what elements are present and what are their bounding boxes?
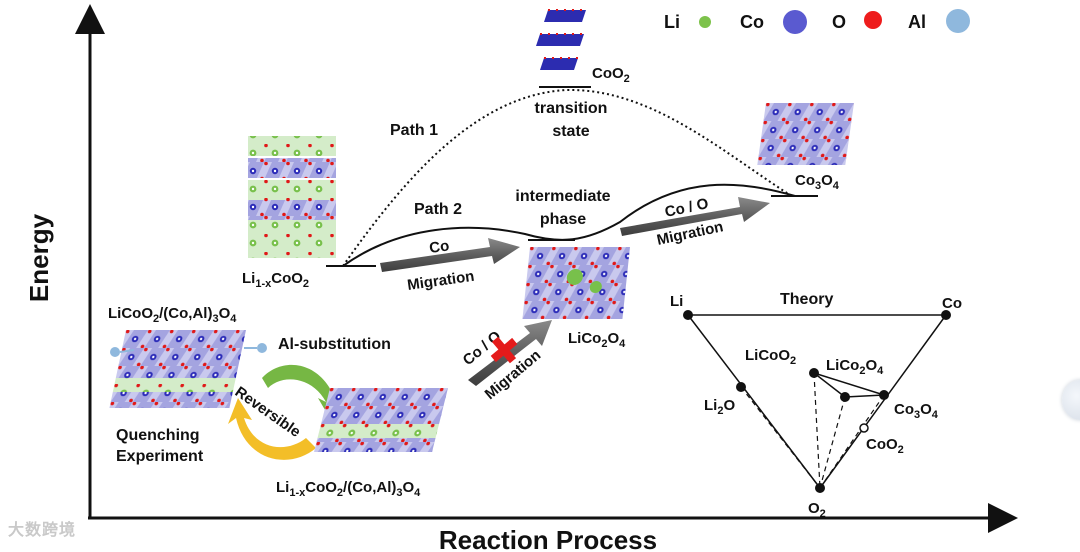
reversible-arrow-yellow (228, 398, 316, 460)
ternary-licoo2: LiCoO2 (745, 347, 796, 367)
blocked-cross-icon (490, 336, 518, 364)
quenching-label-1: Quenching (116, 427, 200, 444)
co3o4-structure (757, 103, 854, 165)
li1x-coo2-structure (248, 136, 336, 258)
legend-co-label: Co (740, 12, 764, 32)
co-migration-label-1: Co (428, 237, 450, 257)
co-migration-arrow (380, 238, 520, 272)
al-atom-left (110, 347, 120, 357)
watermark: 大数跨境 (8, 520, 77, 539)
transition-label-1: transition (535, 100, 608, 117)
transition-label-2: state (552, 123, 589, 140)
li1x-al-structure (314, 388, 448, 452)
ternary-co: Co (942, 295, 962, 312)
ternary-coo2: CoO2 (866, 436, 904, 456)
floating-side-button[interactable] (1062, 380, 1080, 420)
legend-al-label: Al (908, 12, 926, 32)
y-axis-title: Energy (24, 213, 54, 302)
co3o4-top-formula: Co3O4 (795, 172, 840, 192)
ternary-co3o4: Co3O4 (894, 401, 939, 421)
legend-co-swatch (783, 10, 807, 34)
li1x-al-formula: Li1-xCoO2/(Co,Al)3O4 (276, 479, 421, 499)
intermediate-label-2: phase (540, 211, 586, 228)
coo2-top-formula: CoO2 (592, 65, 630, 85)
reversible-arrow-green (262, 364, 344, 422)
theory-ternary: Theory (683, 291, 951, 493)
coo2-layers (536, 9, 586, 70)
path2-label: Path 2 (414, 201, 462, 218)
lico2o4-structure (522, 247, 630, 319)
legend: Li Co O Al (664, 9, 970, 34)
intermediate-label-1: intermediate (515, 188, 610, 205)
x-axis-title: Reaction Process (439, 525, 657, 552)
lico2o4-mid-formula: LiCo2O4 (568, 330, 626, 350)
ternary-lico2o4: LiCo2O4 (826, 357, 884, 377)
ternary-o2: O2 (808, 500, 826, 520)
al-atom-right (257, 343, 267, 353)
legend-o-swatch (864, 11, 882, 29)
al-substitution-label: Al-substitution (278, 336, 391, 353)
theory-label: Theory (780, 291, 833, 308)
licoo2-al-formula: LiCoO2/(Co,Al)3O4 (108, 305, 237, 325)
ternary-li2o: Li2O (704, 397, 735, 417)
ternary-li: Li (670, 293, 683, 310)
coo-migration-arrow (620, 197, 770, 236)
legend-o-label: O (832, 12, 846, 32)
licoo2-al-structure (109, 330, 246, 408)
legend-li-label: Li (664, 12, 680, 32)
al-bond-left (119, 349, 135, 353)
co-migration-label-2: Migration (406, 268, 475, 294)
legend-li-swatch (699, 16, 711, 28)
legend-al-swatch (946, 9, 970, 33)
quenching-label-2: Experiment (116, 448, 204, 465)
path1-label: Path 1 (390, 122, 438, 139)
li1x-coo2-formula: Li1-xCoO2 (242, 270, 309, 290)
